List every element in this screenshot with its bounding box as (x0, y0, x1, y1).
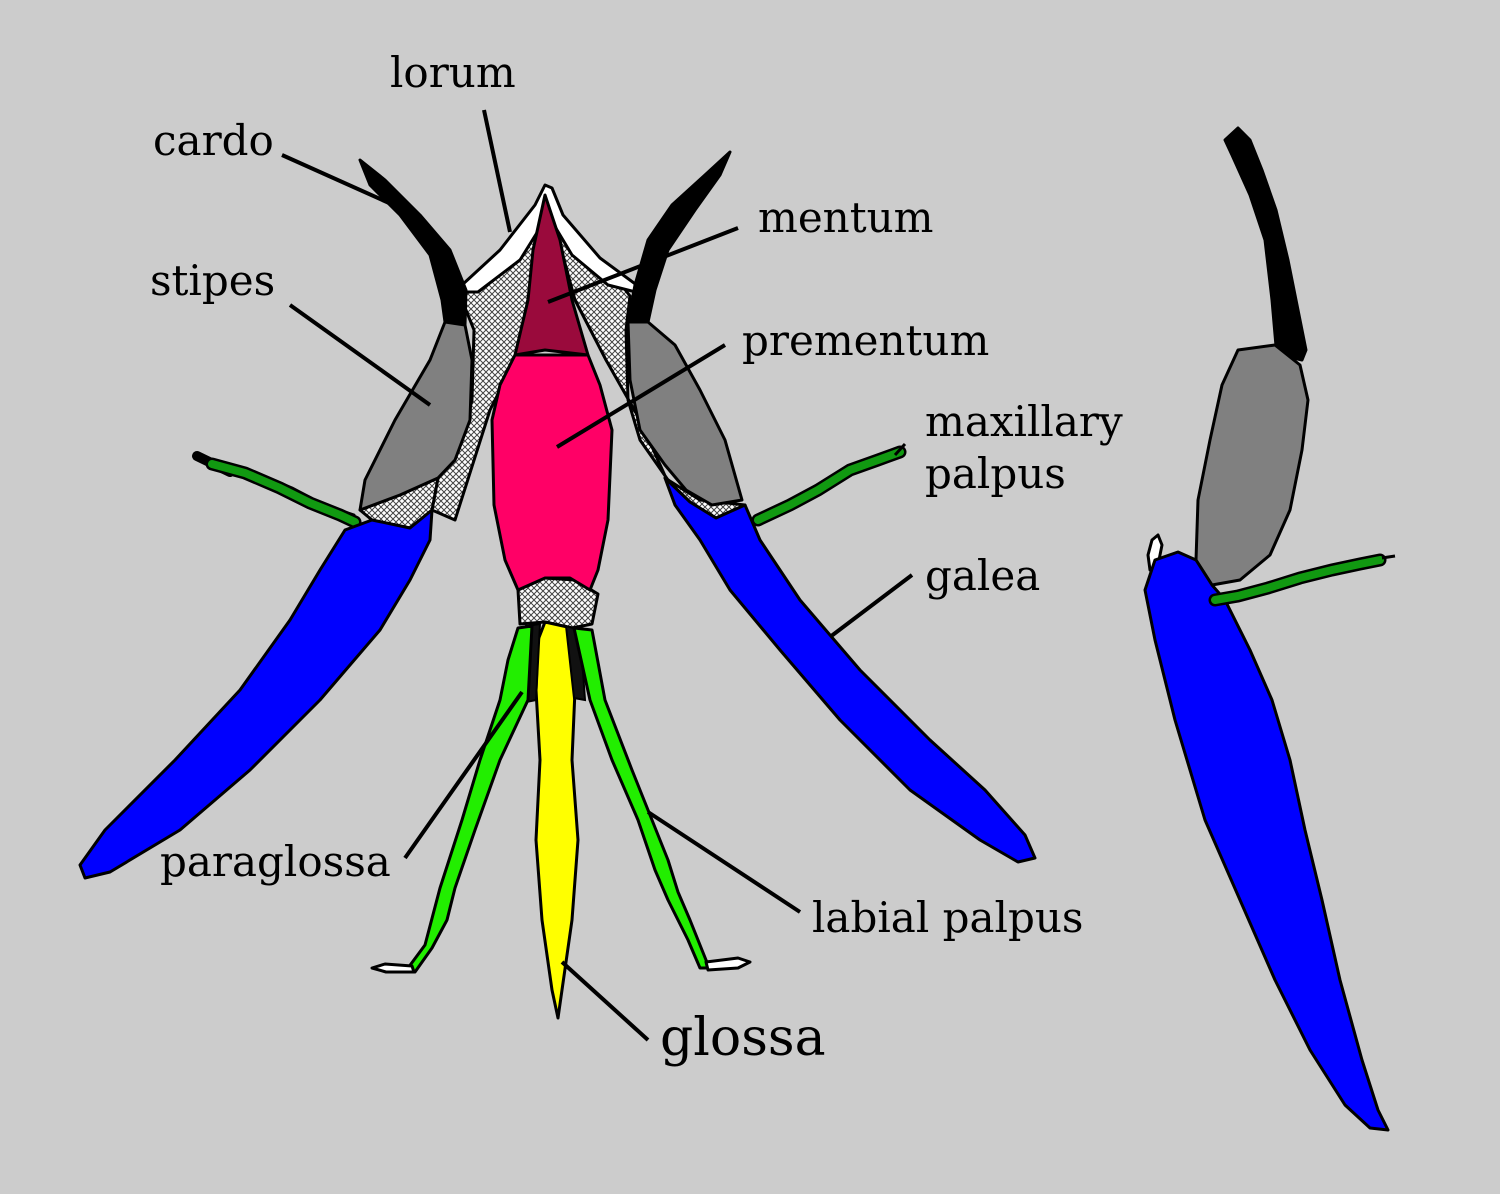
left-cardo (358, 158, 468, 327)
glossa (534, 620, 580, 1020)
label-glossa: glossa (660, 1008, 826, 1068)
right-stipes (626, 320, 744, 507)
left-labial-palpus (406, 624, 534, 974)
side-cardo (1223, 126, 1308, 362)
label-maxillary-palpus-line2: palpus (925, 449, 1066, 498)
mentum (513, 193, 590, 357)
right-galea (663, 476, 1037, 864)
label-lorum: lorum (390, 48, 516, 97)
side-galea (1143, 550, 1390, 1132)
label-prementum: prementum (742, 316, 989, 365)
label-mentum: mentum (758, 193, 934, 242)
label-stipes: stipes (150, 256, 275, 305)
label-labial-palpus: labial palpus (812, 893, 1083, 942)
left-labial-palpus-tip (370, 962, 416, 974)
right-labial-palpus-tip (704, 956, 752, 972)
label-cardo: cardo (153, 116, 274, 165)
right-labial-palpus (572, 626, 712, 970)
side-maxillary-palpus (1211, 556, 1384, 604)
left-galea (78, 508, 434, 880)
left-stipes (358, 320, 474, 512)
side-stipes (1194, 343, 1310, 587)
lorum (458, 183, 640, 294)
label-paraglossa: paraglossa (160, 837, 391, 886)
label-maxillary-palpus-line1: maxillary (925, 397, 1123, 446)
label-galea: galea (925, 551, 1040, 600)
prementum (490, 353, 614, 592)
